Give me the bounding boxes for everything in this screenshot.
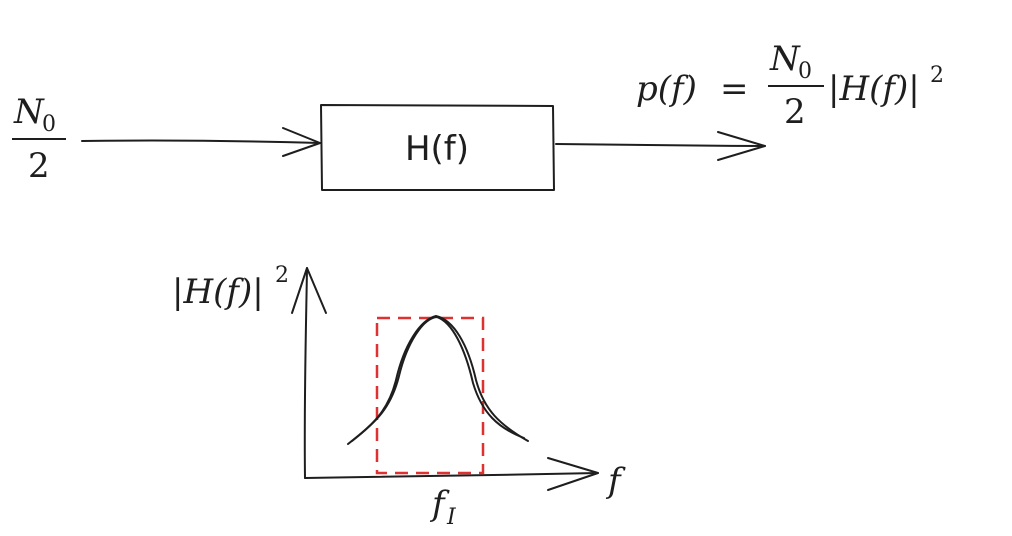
output-arrow-shaft <box>555 143 766 147</box>
output-rhs-exponent: 2 <box>930 63 944 88</box>
filter-block: H(f) <box>320 104 555 191</box>
filter-block-box <box>320 104 555 191</box>
y-axis-label-exponent: 2 <box>275 263 289 288</box>
output-numerator-symbol: N <box>769 39 801 79</box>
output-expression: p(f) = N 0 2 |H(f)| 2 <box>636 39 944 132</box>
output-equals: = <box>720 69 749 109</box>
input-numerator-symbol: N <box>13 92 45 132</box>
output-rhs: |H(f)| <box>828 69 920 109</box>
x-axis-label: f <box>605 461 626 501</box>
center-frequency-subscript: I <box>446 505 457 530</box>
frequency-response-plot: |H(f)| 2 f f I <box>172 263 626 530</box>
input-fraction: N 0 2 <box>12 92 66 186</box>
y-axis-label: |H(f)| <box>172 272 264 312</box>
output-lhs: p(f) <box>636 69 697 109</box>
output-numerator-subscript: 0 <box>798 59 812 84</box>
output-arrow <box>555 131 766 161</box>
x-axis <box>304 472 599 479</box>
input-arrow-head <box>282 127 321 157</box>
input-numerator-subscript: 0 <box>42 112 56 137</box>
output-arrow-head <box>717 131 766 161</box>
input-denominator: 2 <box>28 146 50 186</box>
response-curve-sketch <box>351 316 525 442</box>
y-axis <box>303 267 308 479</box>
x-axis-arrow-head <box>547 457 599 491</box>
output-denominator: 2 <box>784 92 806 132</box>
input-arrow-shaft <box>81 139 321 144</box>
filter-block-label: H(f) <box>405 129 469 169</box>
y-axis-arrow-head <box>291 267 327 314</box>
input-arrow <box>81 127 321 157</box>
